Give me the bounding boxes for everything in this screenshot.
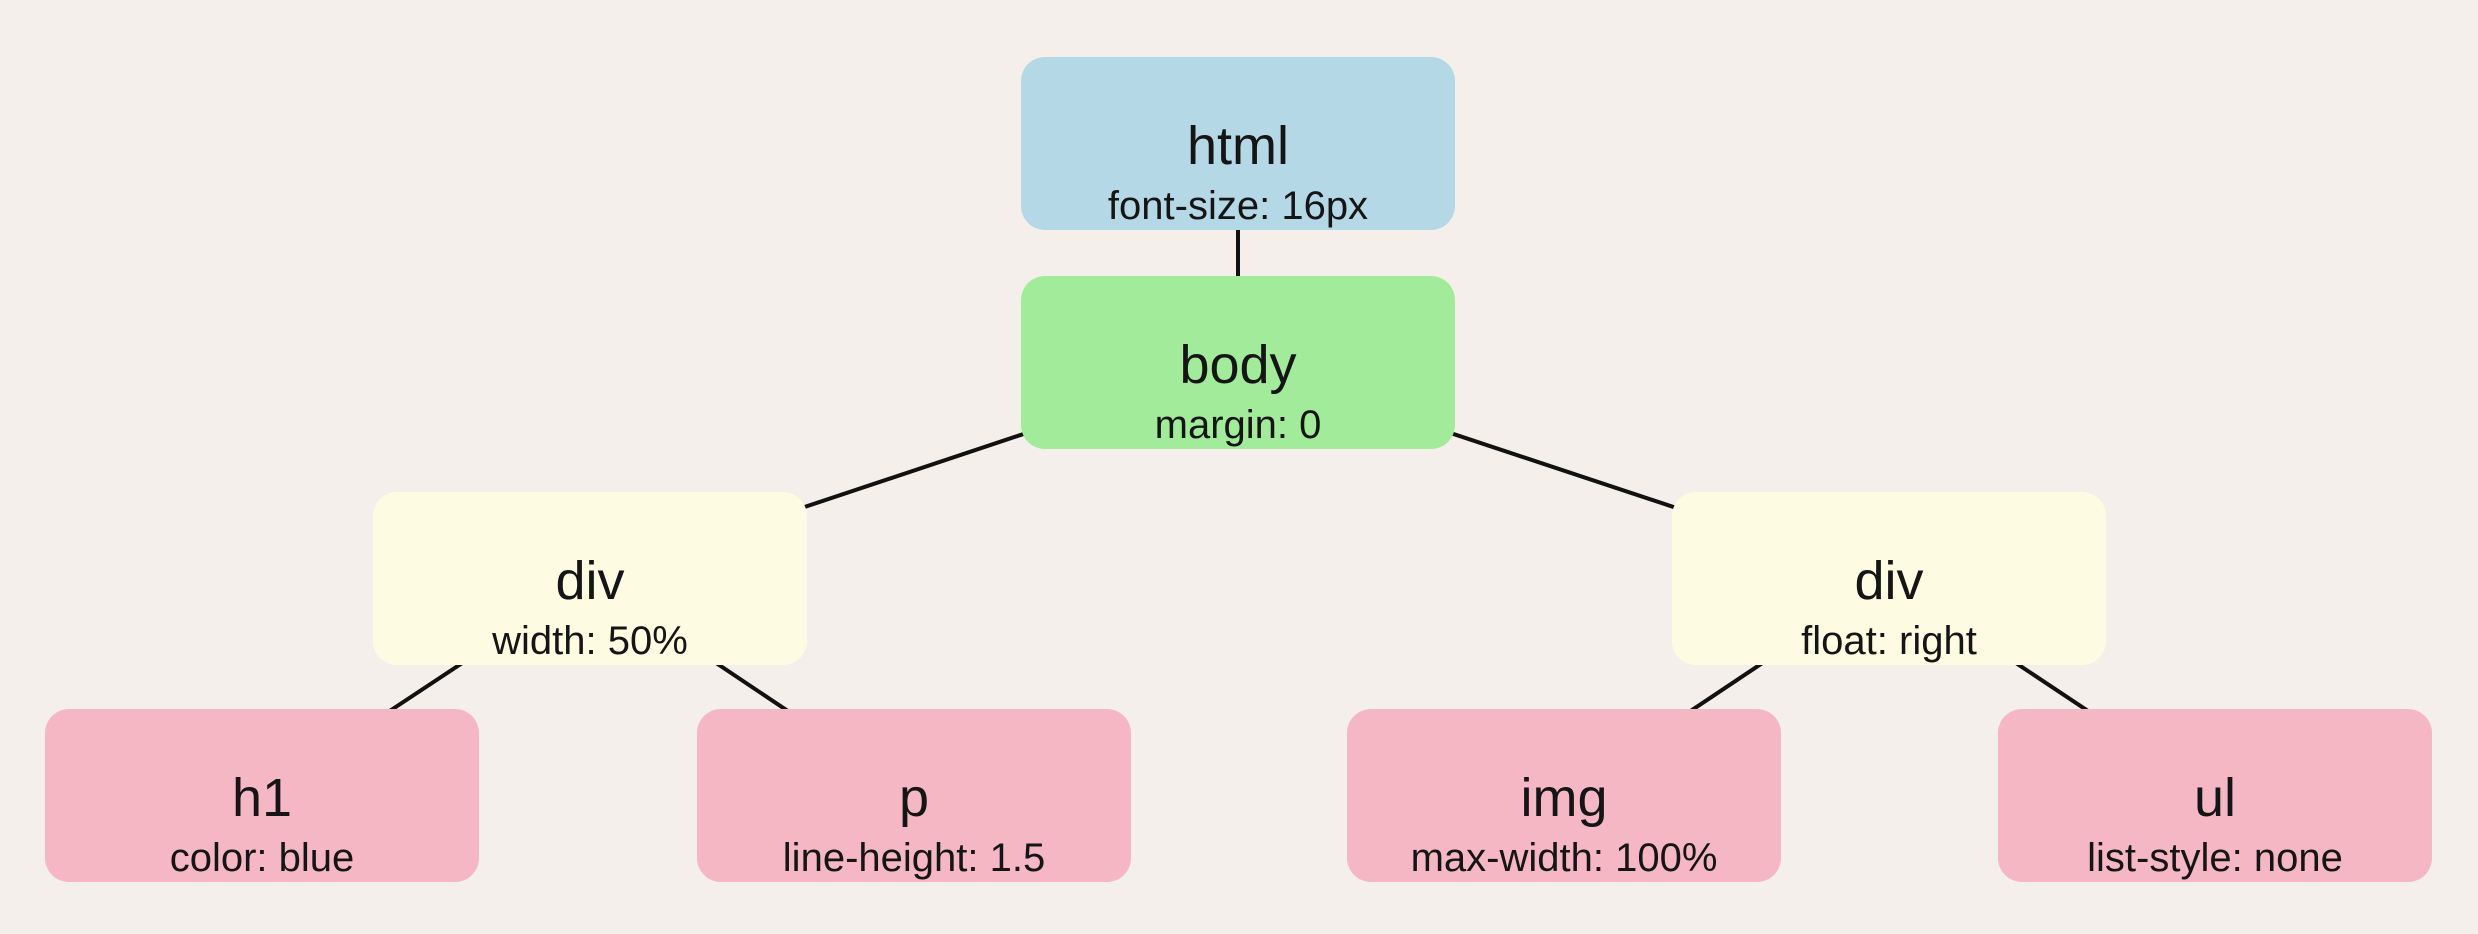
node-style-label: margin: 0 [1154, 403, 1322, 447]
node-tag-label: h1 [231, 768, 293, 828]
node-style-label: max-width: 100% [1410, 836, 1718, 880]
tree-node-img: img max-width: 100% [1347, 709, 1781, 882]
tree-node-ul: ul list-style: none [1998, 709, 2432, 882]
node-tag-label: div [555, 551, 625, 611]
node-tag-label: p [898, 768, 930, 828]
node-tag-label: body [1179, 335, 1297, 395]
tree-node-p: p line-height: 1.5 [697, 709, 1131, 882]
tree-node-body: body margin: 0 [1021, 276, 1455, 449]
node-style-label: line-height: 1.5 [782, 836, 1046, 880]
tree-node-div-right: div float: right [1672, 492, 2106, 665]
node-style-label: list-style: none [2087, 836, 2343, 880]
node-style-label: font-size: 16px [1107, 184, 1369, 228]
node-tag-label: html [1186, 116, 1289, 176]
node-style-label: color: blue [169, 836, 355, 880]
node-style-label: float: right [1801, 619, 1977, 663]
tree-node-html: html font-size: 16px [1021, 57, 1455, 230]
tree-node-h1: h1 color: blue [45, 709, 479, 882]
node-tag-label: img [1520, 768, 1608, 828]
node-tag-label: ul [2193, 768, 2237, 828]
node-style-label: width: 50% [492, 619, 688, 663]
node-tag-label: div [1854, 551, 1924, 611]
tree-node-div-left: div width: 50% [373, 492, 807, 665]
